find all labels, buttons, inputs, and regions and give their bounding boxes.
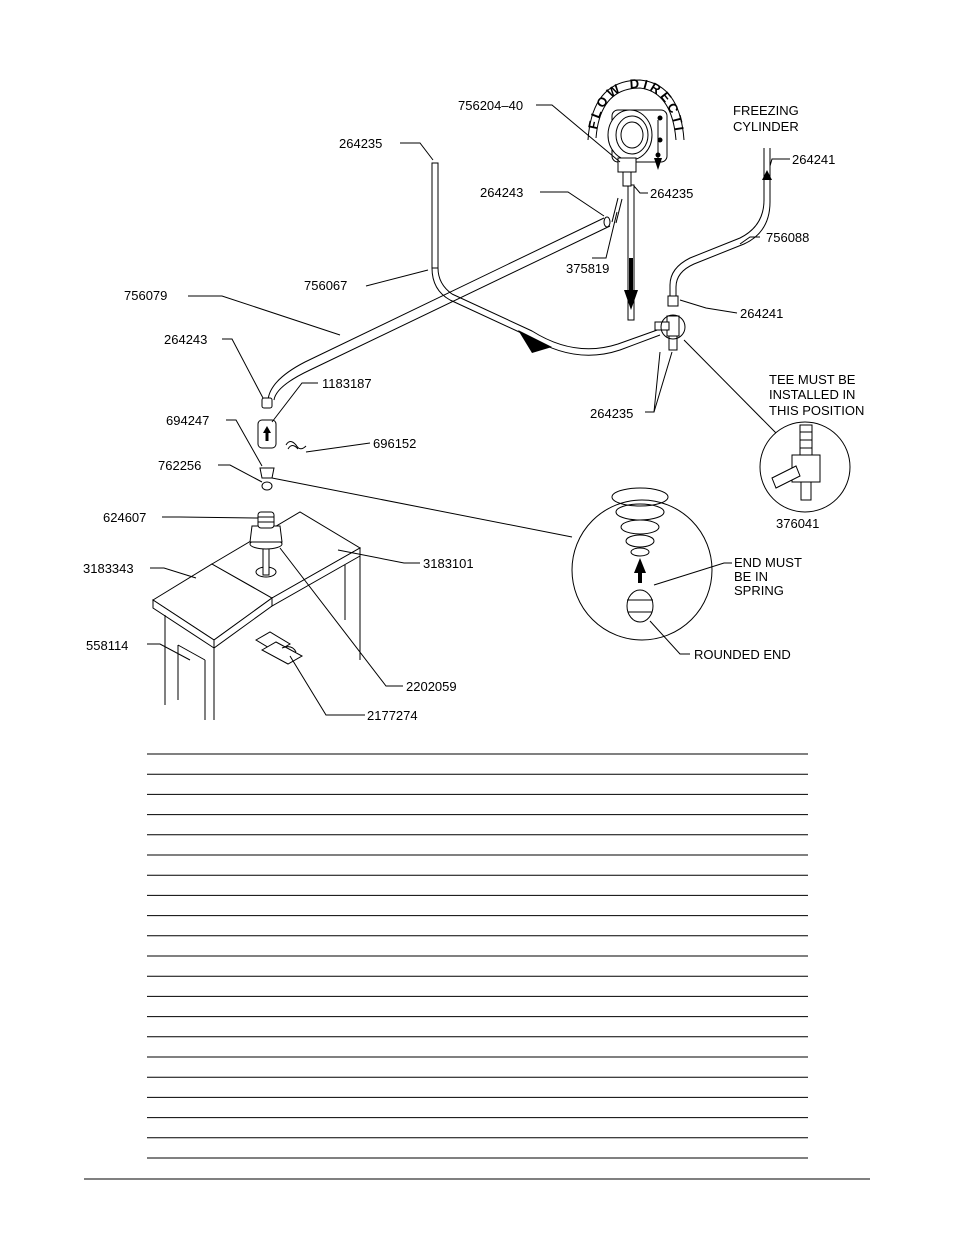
label-264235-pump: 264235 xyxy=(650,186,693,201)
pump-outlet-tube xyxy=(624,184,638,321)
check-valve-375819 xyxy=(611,197,623,224)
tee-fitting xyxy=(654,314,686,351)
label-376041: 376041 xyxy=(776,516,819,531)
label-2202059: 2202059 xyxy=(406,679,457,694)
ball-762256 xyxy=(261,481,273,491)
flow-arrow-icon xyxy=(518,330,552,353)
label-264243-mid: 264243 xyxy=(480,185,523,200)
part-labels: 264235 264243 756067 756079 264243 11831… xyxy=(83,98,835,723)
leader-lines xyxy=(147,104,790,716)
label-264241-low: 264241 xyxy=(740,306,783,321)
note-tee-3: THIS POSITION xyxy=(769,403,864,418)
tube-756079 xyxy=(267,216,611,401)
filter-1183187 xyxy=(257,419,277,449)
note-end-spring-2: BE IN xyxy=(734,569,768,584)
parts-table xyxy=(147,753,808,1159)
label-756079: 756079 xyxy=(124,288,167,303)
bracket-2177274 xyxy=(255,631,304,665)
down-arrow-icon xyxy=(624,290,638,310)
label-694247: 694247 xyxy=(166,413,209,428)
label-1183187: 1183187 xyxy=(322,376,372,391)
detail-tee-376041 xyxy=(759,421,851,513)
detail-spring-ball xyxy=(571,487,713,641)
label-264241-top: 264241 xyxy=(792,152,835,167)
tube-756067 xyxy=(449,293,661,356)
note-freezing-cylinder-2: CYLINDER xyxy=(733,119,799,134)
clip-696152 xyxy=(285,441,307,450)
pump-756204-40 xyxy=(607,109,668,187)
note-end-spring-1: END MUST xyxy=(734,555,802,570)
label-762256: 762256 xyxy=(158,458,201,473)
note-tee-1: TEE MUST BE xyxy=(769,372,856,387)
label-756088: 756088 xyxy=(766,230,809,245)
label-375819: 375819 xyxy=(566,261,609,276)
label-756067: 756067 xyxy=(304,278,347,293)
vertical-tube-264235 xyxy=(431,162,453,301)
note-tee-2: INSTALLED IN xyxy=(769,387,855,402)
label-264243-left: 264243 xyxy=(164,332,207,347)
label-3183343: 3183343 xyxy=(83,561,134,576)
seal-694247 xyxy=(259,467,275,479)
label-2177274: 2177274 xyxy=(367,708,418,723)
fitting-264243 xyxy=(261,397,273,409)
notes: FREEZING CYLINDER TEE MUST BE INSTALLED … xyxy=(694,103,864,662)
fitting-624607 xyxy=(249,511,283,550)
label-3183101: 3183101 xyxy=(423,556,474,571)
tube-756088 xyxy=(667,148,772,307)
arrow-down-icon xyxy=(654,158,662,170)
flow-direction-label: FLOW DIRECTION xyxy=(0,0,687,135)
note-rounded-end: ROUNDED END xyxy=(694,647,791,662)
note-end-spring-3: SPRING xyxy=(734,583,784,598)
label-624607: 624607 xyxy=(103,510,146,525)
note-freezing-cylinder-1: FREEZING xyxy=(733,103,799,118)
label-264235-tee: 264235 xyxy=(590,406,633,421)
label-696152: 696152 xyxy=(373,436,416,451)
label-756204-40: 756204–40 xyxy=(458,98,523,113)
label-264235-top: 264235 xyxy=(339,136,382,151)
label-558114: 558114 xyxy=(86,638,128,653)
insert-arrow-icon xyxy=(634,558,646,573)
